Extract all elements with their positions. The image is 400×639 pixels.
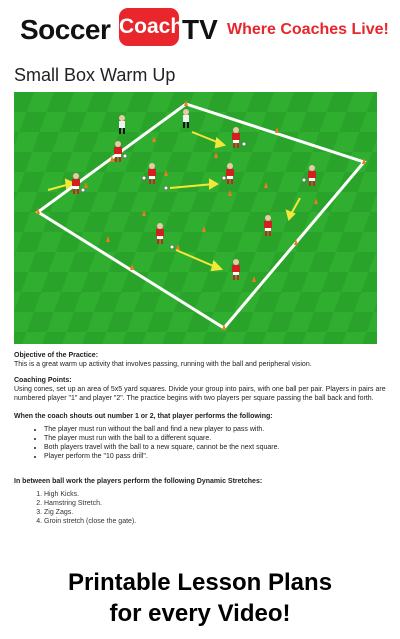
cone xyxy=(222,324,226,330)
cone xyxy=(176,244,180,250)
player-red xyxy=(114,141,122,162)
ball xyxy=(241,141,247,147)
coach-shout-heading: When the coach shouts out number 1 or 2,… xyxy=(14,413,273,420)
cone xyxy=(130,264,134,270)
arrow xyxy=(175,249,219,269)
player-red xyxy=(232,259,240,280)
objective-text: This is a great warm up activity that in… xyxy=(14,361,312,368)
promo-line-2: for every Video! xyxy=(109,600,291,627)
coaching-heading: Coaching Points: xyxy=(14,377,72,384)
cone xyxy=(184,100,188,106)
cone xyxy=(275,127,279,133)
list-item: The player must run without the ball and… xyxy=(44,425,392,434)
lesson-content: Objective of the Practice: This is a gre… xyxy=(14,351,392,526)
objective-heading: Objective of the Practice: xyxy=(14,352,99,359)
ball xyxy=(141,175,147,181)
pitch-diagram xyxy=(14,92,377,344)
ball xyxy=(163,185,169,191)
instruction-list: The player must run without the ball and… xyxy=(14,425,392,461)
cones xyxy=(36,100,366,330)
list-item: Hamstring Stretch. xyxy=(44,499,392,508)
list-item: Zig Zags. xyxy=(44,508,392,517)
player-red xyxy=(264,215,272,236)
movement-arrows xyxy=(47,131,301,272)
balls xyxy=(80,141,307,250)
arrow-head xyxy=(209,178,220,190)
cone xyxy=(142,210,146,216)
ball xyxy=(221,175,227,181)
promo-footer: Printable Lesson Plans for every Video! xyxy=(0,567,400,629)
arrow-head xyxy=(64,178,75,190)
brand-tagline: Where Coaches Live! xyxy=(227,21,389,38)
cone xyxy=(214,152,218,158)
pitch-grass xyxy=(14,92,377,344)
arrow-head xyxy=(285,209,296,221)
cone xyxy=(264,182,268,188)
cone xyxy=(152,136,156,142)
site-header: Soccer Coach TV Where Coaches Live! xyxy=(0,0,400,56)
cone xyxy=(84,182,88,188)
coaching-text: Using cones, set up an area of 5x5 yard … xyxy=(14,386,386,402)
ball xyxy=(122,153,128,159)
player-white xyxy=(119,115,125,134)
list-item: High Kicks. xyxy=(44,490,392,499)
player-red xyxy=(72,173,80,194)
list-item: Player perform the "10 pass drill". xyxy=(44,452,392,461)
cone xyxy=(36,208,40,214)
promo-line-1: Printable Lesson Plans xyxy=(67,569,333,596)
stretch-list: High Kicks. Hamstring Stretch. Zig Zags.… xyxy=(14,490,392,526)
brand-soccer: Soccer xyxy=(20,14,111,45)
ball xyxy=(80,187,86,193)
cone xyxy=(164,170,168,176)
player-red xyxy=(308,165,316,186)
cone xyxy=(106,236,110,242)
list-item: The player must run with the ball to a d… xyxy=(44,434,392,443)
list-item: Both players travel with the ball to a n… xyxy=(44,443,392,452)
cone xyxy=(362,158,366,164)
arrow-head xyxy=(214,137,227,149)
cone xyxy=(202,226,206,232)
arrow xyxy=(169,183,215,189)
players xyxy=(72,109,316,280)
cone xyxy=(252,276,256,282)
cone xyxy=(314,198,318,204)
list-item: Groin stretch (close the gate). xyxy=(44,517,392,526)
cone xyxy=(228,190,232,196)
arrow-head xyxy=(210,260,224,272)
player-red xyxy=(156,223,164,244)
stretch-heading: In between ball work the players perform… xyxy=(14,478,263,485)
pitch-illustration xyxy=(14,92,377,344)
ball xyxy=(301,177,307,183)
ball xyxy=(169,244,175,250)
brand-coach-badge: Coach xyxy=(119,8,183,46)
player-red xyxy=(232,127,240,148)
cone xyxy=(110,156,114,162)
cone xyxy=(294,239,298,245)
page-title: Small Box Warm Up xyxy=(14,65,176,85)
player-white xyxy=(183,109,189,128)
player-red xyxy=(226,163,234,184)
brand-tv: TV xyxy=(182,14,218,45)
player-red xyxy=(148,163,156,184)
